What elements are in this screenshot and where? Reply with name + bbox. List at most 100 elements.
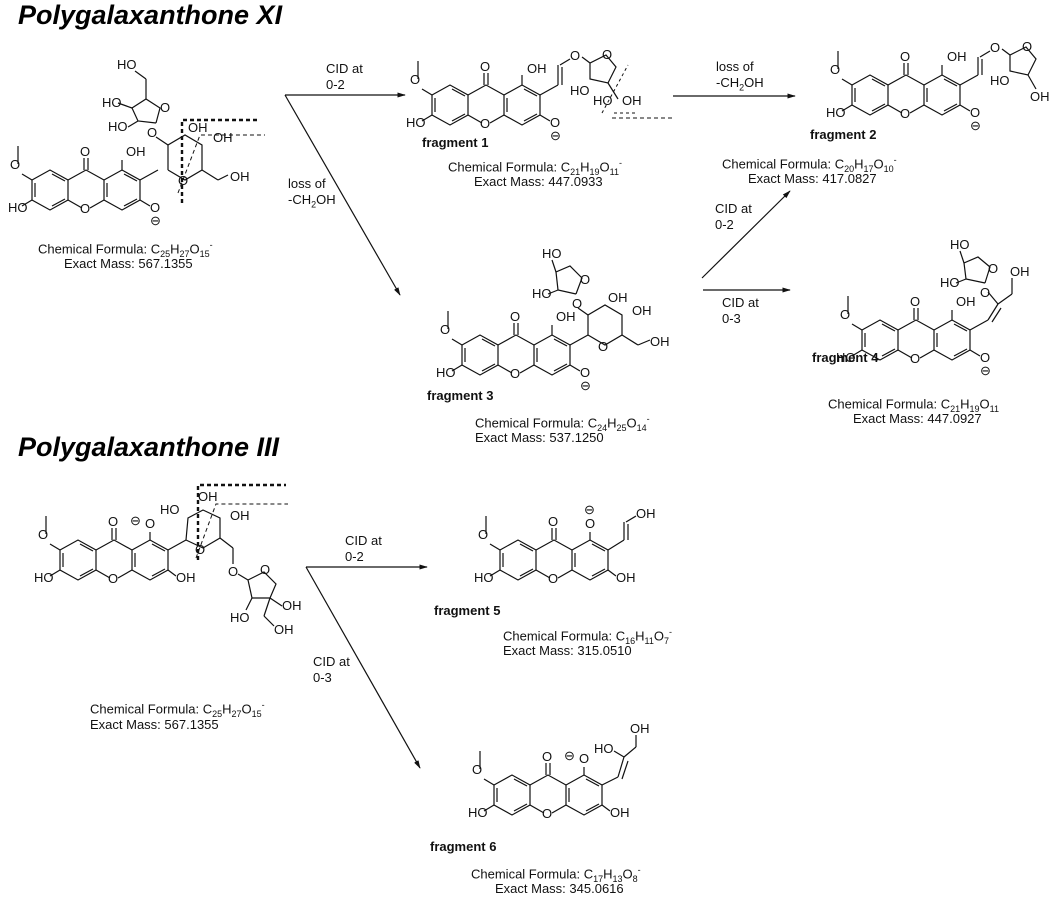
mass-polygalaxanthone-iii: Exact Mass: 567.1355: [90, 717, 219, 732]
svg-text:O: O: [572, 296, 582, 311]
structure-fragment-6: O HO O O ⊖ O OH HO OH: [468, 721, 650, 821]
svg-text:OH: OH: [176, 570, 196, 585]
formula-polygalaxanthone-iii: Chemical Formula: C25H27O15-: [90, 700, 265, 719]
svg-text:OH: OH: [608, 290, 628, 305]
svg-text:HO: HO: [160, 502, 180, 517]
svg-text:OH: OH: [188, 120, 208, 135]
structure-fragment-2: O HO O O OH O ⊖ O O HO OH: [826, 39, 1050, 133]
structure-fragment-5: O HO O O O ⊖ OH OH: [474, 502, 656, 586]
svg-text:HO: HO: [406, 115, 426, 130]
svg-text:O: O: [80, 144, 90, 159]
svg-text:OH: OH: [630, 721, 650, 736]
formula-fragment-4: Chemical Formula: C21H19O11: [828, 396, 999, 414]
svg-text:O: O: [38, 527, 48, 542]
mass-fragment-1: Exact Mass: 447.0933: [474, 174, 603, 189]
svg-text:OH: OH: [947, 49, 967, 64]
svg-text:O: O: [147, 125, 157, 140]
svg-text:HO: HO: [34, 570, 54, 585]
svg-text:OH: OH: [956, 294, 976, 309]
svg-text:⊖: ⊖: [564, 748, 575, 763]
svg-text:OH: OH: [274, 622, 294, 637]
svg-text:O: O: [988, 261, 998, 276]
structure-polygalaxanthone-iii: O HO O O ⊖ O OH O OH HO OH O O HO OH OH: [34, 483, 302, 637]
svg-text:HO: HO: [8, 200, 28, 215]
svg-text:HO: HO: [950, 237, 970, 252]
svg-text:O: O: [260, 562, 270, 577]
svg-text:O: O: [480, 116, 490, 131]
formula-fragment-3: Chemical Formula: C24H25O14-: [475, 414, 650, 433]
svg-text:HO: HO: [570, 83, 590, 98]
compound-title-iii: Polygalaxanthone III: [18, 432, 280, 462]
formula-fragment-5: Chemical Formula: C16H11O7-: [503, 627, 672, 646]
svg-text:OH: OH: [610, 805, 630, 820]
svg-text:O: O: [440, 322, 450, 337]
fragment-6-label: fragment 6: [430, 839, 497, 854]
svg-text:O: O: [80, 201, 90, 216]
svg-text:OH: OH: [282, 598, 302, 613]
arrow-label-xi-f3: loss of -CH2OH: [288, 176, 336, 210]
mass-fragment-2: Exact Mass: 417.0827: [748, 171, 877, 186]
svg-text:O: O: [108, 571, 118, 586]
formula-fragment-1: Chemical Formula: C21H19O11-: [448, 158, 622, 177]
arrow-fragment3-to-fragment2: [701, 190, 791, 279]
svg-text:OH: OH: [616, 570, 636, 585]
svg-text:O: O: [548, 514, 558, 529]
mass-fragment-5: Exact Mass: 315.0510: [503, 643, 632, 658]
mass-fragment-3: Exact Mass: 537.1250: [475, 430, 604, 445]
svg-text:OH: OH: [230, 508, 250, 523]
svg-text:O: O: [510, 309, 520, 324]
svg-text:O: O: [195, 542, 205, 557]
svg-text:HO: HO: [594, 741, 614, 756]
svg-text:OH: OH: [556, 309, 576, 324]
svg-text:O: O: [570, 48, 580, 63]
svg-text:O: O: [150, 200, 160, 215]
formula-fragment-6: Chemical Formula: C17H13O8-: [471, 865, 641, 884]
svg-text:O: O: [480, 59, 490, 74]
svg-text:HO: HO: [102, 95, 122, 110]
formula-fragment-2: Chemical Formula: C20H17O10-: [722, 155, 897, 174]
arrow-xi-to-fragment3: [284, 94, 401, 296]
svg-text:HO: HO: [230, 610, 250, 625]
fragment-4-label: fragment 4: [812, 350, 879, 365]
svg-text:O: O: [228, 564, 238, 579]
svg-text:HO: HO: [108, 119, 128, 134]
svg-text:O: O: [548, 571, 558, 586]
arrow-label-f1-f2: loss of -CH2OH: [716, 59, 764, 93]
structure-fragment-1: O HO O O OH O ⊖ O O HO HO OH: [406, 47, 642, 143]
mass-fragment-4: Exact Mass: 447.0927: [853, 411, 982, 426]
svg-text:OH: OH: [1030, 89, 1050, 104]
structure-fragment-3: O HO O O OH O ⊖ O OH OH OH O O HO HO: [436, 246, 670, 393]
svg-text:HO: HO: [532, 286, 552, 301]
structure-fragment-4: O HO O O OH O ⊖ OH O O HO HO: [836, 237, 1030, 378]
svg-text:O: O: [472, 762, 482, 777]
arrow-iii-to-fragment6: [305, 566, 421, 769]
svg-text:HO: HO: [474, 570, 494, 585]
svg-text:O: O: [542, 806, 552, 821]
svg-text:OH: OH: [213, 130, 233, 145]
svg-text:OH: OH: [527, 61, 547, 76]
svg-text:⊖: ⊖: [580, 378, 591, 393]
svg-text:O: O: [550, 115, 560, 130]
svg-text:OH: OH: [230, 169, 250, 184]
svg-text:⊖: ⊖: [980, 363, 991, 378]
svg-text:O: O: [980, 285, 990, 300]
svg-text:HO: HO: [836, 350, 856, 365]
svg-text:HO: HO: [436, 365, 456, 380]
fragment-2-label: fragment 2: [810, 127, 877, 142]
svg-text:O: O: [1022, 39, 1032, 54]
svg-text:O: O: [900, 49, 910, 64]
compound-title-xi: Polygalaxanthone XI: [18, 0, 283, 30]
svg-text:HO: HO: [117, 57, 137, 72]
svg-text:O: O: [580, 272, 590, 287]
svg-text:⊖: ⊖: [584, 502, 595, 517]
svg-text:O: O: [840, 307, 850, 322]
svg-text:O: O: [980, 350, 990, 365]
svg-text:O: O: [510, 366, 520, 381]
svg-text:O: O: [108, 514, 118, 529]
